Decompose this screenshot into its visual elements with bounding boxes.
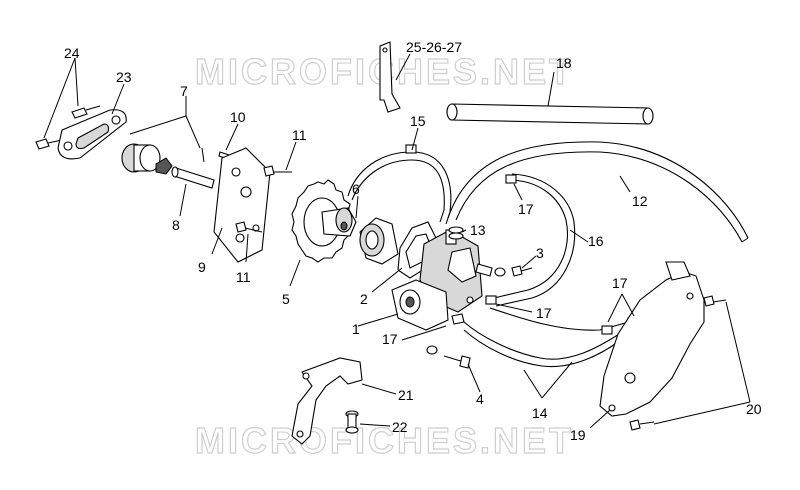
part-15-hose (347, 144, 452, 225)
label-16: 16 (588, 233, 604, 249)
label-8: 8 (172, 217, 180, 233)
part-24-screws (35, 105, 101, 150)
watermark-bottom: MICROFICHES.NET (195, 420, 574, 461)
label-24: 24 (64, 45, 80, 61)
label-19: 19 (570, 427, 586, 443)
part-3-screw (494, 265, 533, 277)
label-23: 23 (116, 69, 132, 85)
part-23-cover-plate (57, 109, 127, 160)
part-5-gear (291, 179, 357, 263)
label-20: 20 (746, 401, 762, 417)
part-4-screw (426, 345, 471, 369)
label-14: 14 (532, 405, 548, 421)
part-18-hose (446, 103, 654, 125)
part-20-screws (629, 295, 727, 431)
label-7: 7 (180, 83, 188, 99)
part-9-pump-plate (213, 147, 271, 263)
part-16-hose (485, 173, 576, 307)
label-21: 21 (398, 387, 414, 403)
label-15: 15 (410, 113, 426, 129)
part-22-screw (345, 410, 359, 434)
part-6-bushing (359, 217, 399, 265)
part-11-screws (235, 165, 292, 233)
label-25-26-27: 25-26-27 (406, 39, 462, 55)
label-17-right: 17 (612, 275, 628, 291)
label-18: 18 (556, 55, 572, 71)
label-13: 13 (470, 222, 486, 238)
label-4: 4 (476, 391, 484, 407)
label-12: 12 (632, 193, 648, 209)
part-12-hose (447, 141, 749, 243)
label-11-bottom: 11 (236, 269, 251, 285)
label-10: 10 (230, 109, 246, 125)
part-7-drive-assembly (121, 143, 205, 175)
label-3: 3 (536, 245, 544, 261)
label-11-top: 11 (292, 127, 307, 143)
label-22: 22 (392, 419, 408, 435)
label-17-top: 17 (518, 201, 534, 217)
label-17-bottom: 17 (382, 331, 398, 347)
label-17-middle: 17 (536, 305, 552, 321)
leader-lines (43, 53, 751, 429)
part-labels: 24 23 7 10 8 9 11 11 25-26-27 18 15 6 5 … (64, 39, 762, 443)
label-1: 1 (352, 321, 360, 337)
label-5: 5 (282, 291, 290, 307)
label-6: 6 (352, 181, 360, 197)
label-9: 9 (198, 259, 206, 275)
part-13-clip (448, 226, 464, 240)
part-25-26-27-clamp (379, 41, 401, 113)
part-2-gasket (397, 221, 437, 279)
label-2: 2 (360, 291, 368, 307)
part-21-bracket (291, 357, 363, 445)
part-8-shaft (171, 166, 215, 189)
